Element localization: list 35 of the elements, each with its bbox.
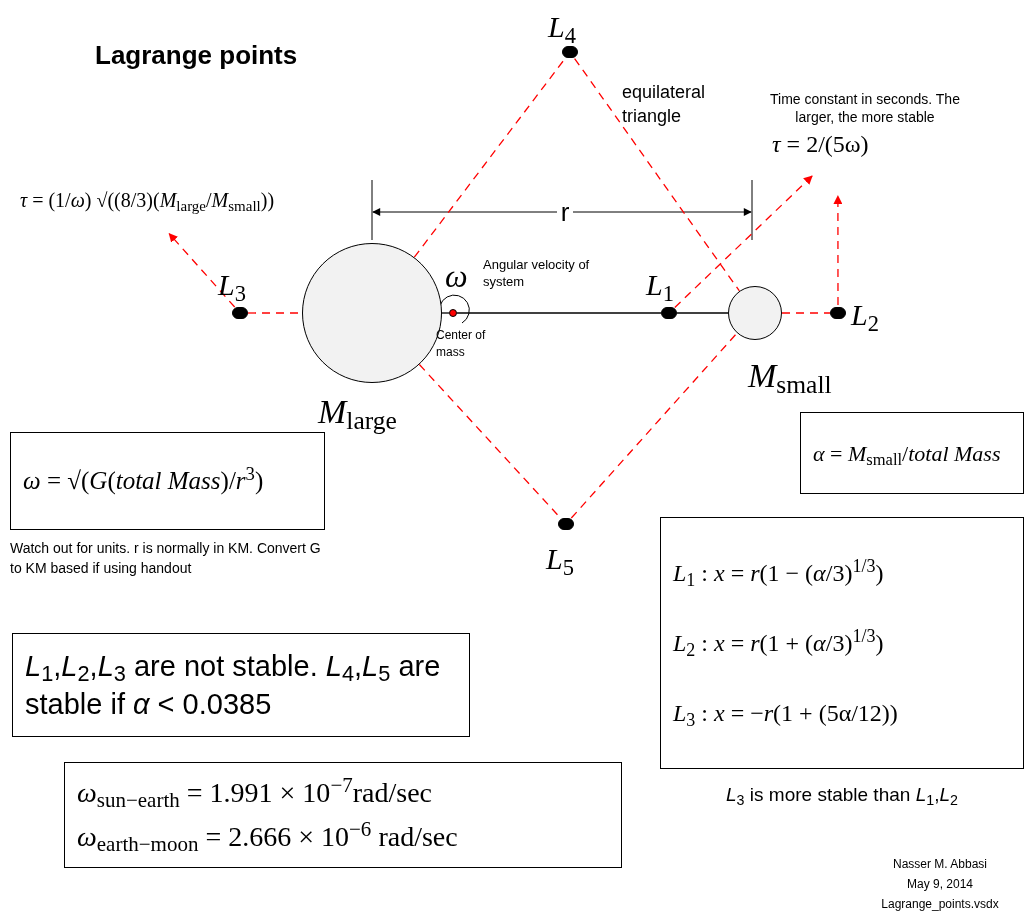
- note-text: Time constant in seconds. The larger, the more stable: [770, 91, 960, 125]
- date-text: May 9, 2014: [905, 876, 974, 893]
- formula: ω$_{earth−moon}$ = 2.666 × 10$^{−6}$ rad/sec: [77, 821, 458, 852]
- author-name: Nasser M. Abbasi: [891, 856, 988, 873]
- point-label: L$_{5}$: [546, 542, 574, 575]
- note-text: L$_{1}$,L$_{2}$,L$_{3}$ are not stable. L$_{4}$,L$_{5}$ are stable if α < 0.0385: [25, 650, 441, 720]
- connector-line: [441, 312, 450, 314]
- connector-line: [574, 57, 741, 292]
- arrow: [833, 195, 843, 306]
- arrow: [674, 175, 813, 309]
- formula: τ = 2/(5ω): [772, 131, 869, 157]
- connector-line: [781, 312, 831, 314]
- mass-label: M$_{small}$: [748, 357, 832, 394]
- connector-line: [676, 312, 729, 314]
- title: Lagrange points: [95, 39, 298, 72]
- point-label: L$_{3}$: [218, 268, 246, 301]
- formula: ω$_{sun−earth}$ = 1.991 × 10$^{−7}$rad/sec: [77, 777, 432, 808]
- note-text: L$_{3}$ is more stable than L$_{1}$,L$_{2}$: [726, 784, 958, 805]
- formula: ω = √(G(total Mass)/r$^{3}$): [23, 467, 264, 495]
- point-label: L$_{1}$: [646, 268, 674, 301]
- annotation-text: Angular velocity of system: [483, 256, 591, 290]
- annotation-text: Center of mass: [436, 328, 486, 359]
- arrow: [168, 232, 236, 308]
- point-label: L$_{2}$: [851, 298, 879, 331]
- formula: L$_{1}$ : x = r(1 − (α/3)$^{1/3}$): [673, 560, 884, 586]
- formula: L$_{3}$ : x = −r(1 + (5α/12)): [673, 700, 898, 726]
- connector-line: [570, 332, 738, 519]
- annotation-text: equilateral triangle: [622, 81, 707, 128]
- formula: α = M$_{small}$/total Mass: [813, 440, 1001, 466]
- file-name: Lagrange_points.vsdx: [880, 896, 1000, 913]
- formula: L$_{2}$ : x = r(1 + (α/3)$^{1/3}$): [673, 630, 884, 656]
- omega-symbol: ω: [445, 258, 469, 294]
- note-text: Watch out for units. r is normally in KM. Convert G to KM based if using handout: [10, 540, 321, 576]
- connector-line: [456, 312, 662, 314]
- point-label: L$_{4}$: [548, 10, 576, 43]
